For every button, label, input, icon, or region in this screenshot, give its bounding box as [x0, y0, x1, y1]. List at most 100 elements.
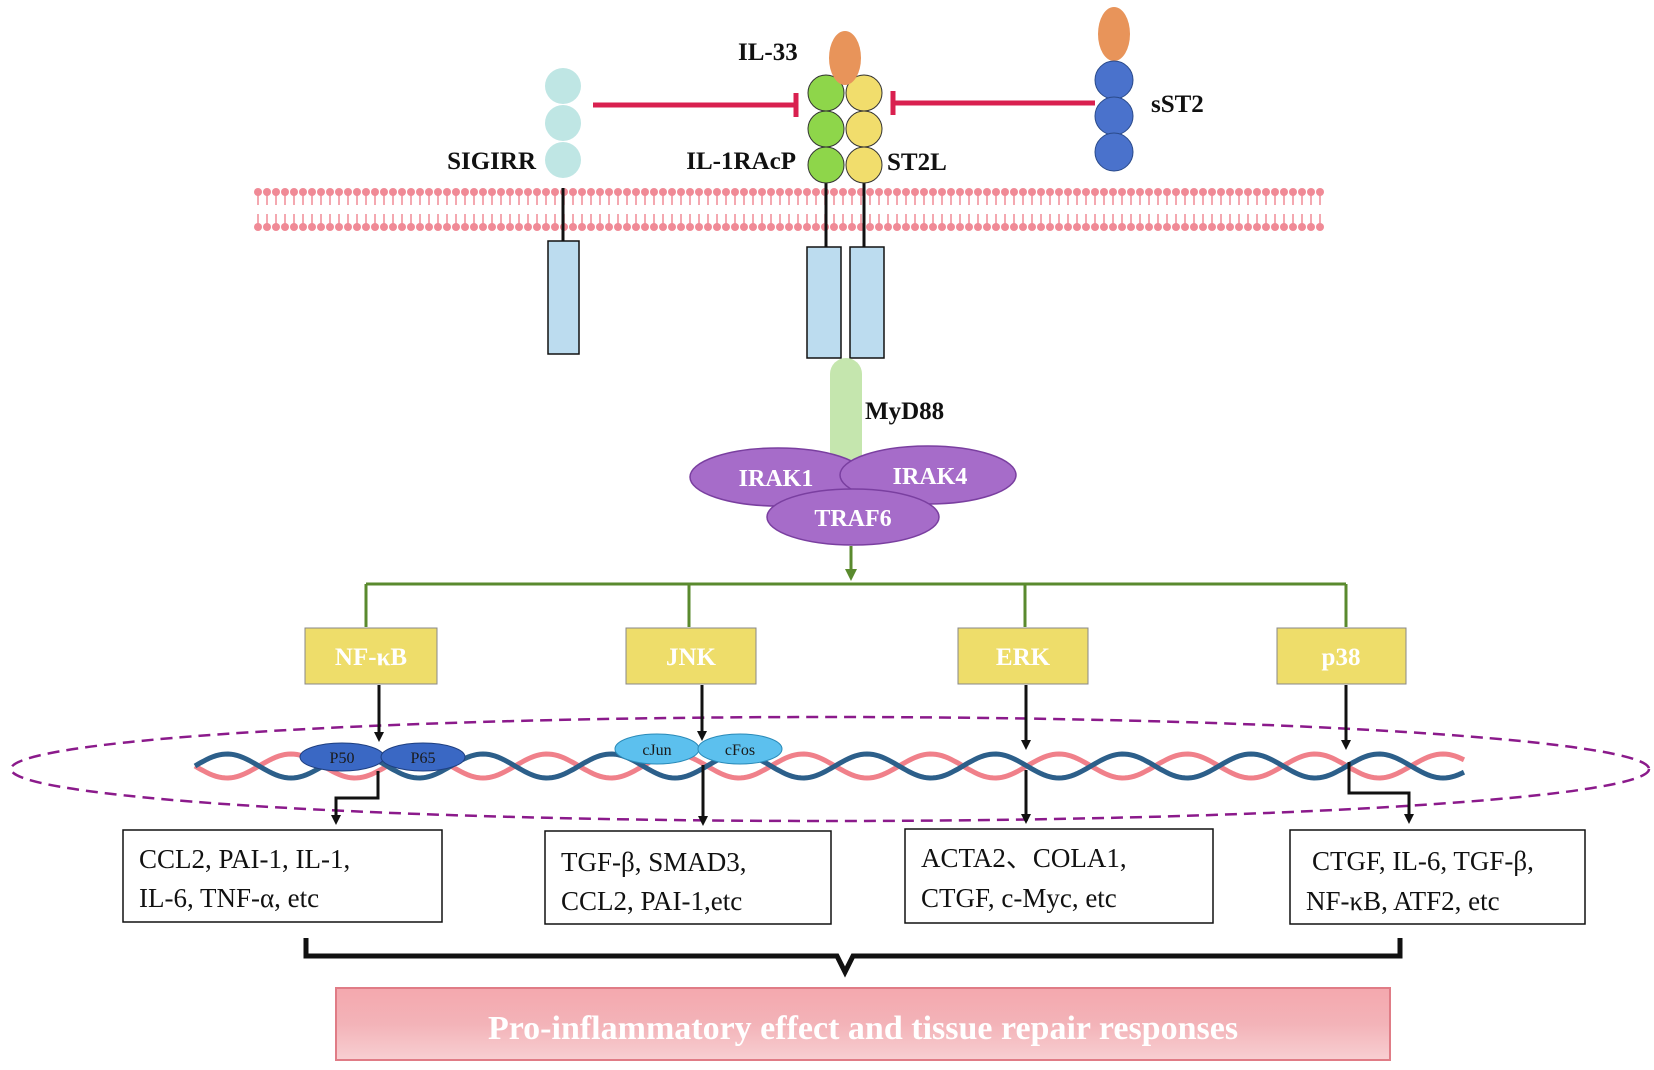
- lipid-head: [533, 223, 541, 231]
- lipid-head: [1298, 223, 1306, 231]
- lipid-head: [596, 223, 604, 231]
- myd88-adaptor: [830, 358, 862, 478]
- outcome-banner: Pro-inflammatory effect and tissue repai…: [335, 987, 1391, 1061]
- lipid-head: [830, 223, 838, 231]
- lipid-head: [515, 188, 523, 196]
- lipid-head: [1037, 223, 1045, 231]
- lipid-head: [641, 188, 649, 196]
- lipid-head: [371, 223, 379, 231]
- lipid-head: [893, 188, 901, 196]
- lipid-head: [344, 188, 352, 196]
- pathway-box-nfkb: NF-κB: [304, 627, 438, 685]
- lipid-head: [686, 188, 694, 196]
- lipid-head: [290, 223, 298, 231]
- lipid-head: [929, 188, 937, 196]
- lipid-head: [911, 223, 919, 231]
- st2l-label: ST2L: [887, 149, 947, 176]
- lipid-head: [1244, 223, 1252, 231]
- lipid-head: [497, 188, 505, 196]
- lipid-head: [749, 223, 757, 231]
- lipid-head: [776, 188, 784, 196]
- lipid-head: [1163, 188, 1171, 196]
- sigirr-domain: [545, 68, 581, 104]
- lipid-head: [254, 188, 262, 196]
- lipid-head: [542, 188, 550, 196]
- lipid-head: [461, 223, 469, 231]
- lipid-head: [614, 188, 622, 196]
- lipid-head: [722, 223, 730, 231]
- lipid-head: [920, 188, 928, 196]
- lipid-head: [425, 223, 433, 231]
- lipid-head: [1199, 188, 1207, 196]
- lipid-head: [587, 223, 595, 231]
- lipid-head: [470, 188, 478, 196]
- il33-ligand: [829, 31, 861, 85]
- il1racp-domain: [807, 110, 845, 148]
- lipid-head: [695, 223, 703, 231]
- lipid-head: [1064, 188, 1072, 196]
- lipid-head: [1307, 223, 1315, 231]
- lipid-head: [668, 223, 676, 231]
- nucleus-to-genes-arrows: [331, 762, 1414, 826]
- lipid-head: [812, 223, 820, 231]
- lipid-head: [623, 223, 631, 231]
- lipid-head: [308, 188, 316, 196]
- gene-line: CCL2, PAI-1, IL-1,: [139, 844, 350, 874]
- lipid-head: [1280, 223, 1288, 231]
- il1racp-intracellular-domain: [806, 246, 842, 359]
- lipid-head: [731, 188, 739, 196]
- irak1-label: IRAK1: [739, 466, 814, 492]
- lipid-head: [587, 188, 595, 196]
- lipid-head: [569, 223, 577, 231]
- sst2-domain: [1094, 132, 1134, 172]
- lipid-head: [839, 223, 847, 231]
- lipid-head: [443, 223, 451, 231]
- sst2-soluble-receptor: [1094, 7, 1134, 172]
- lipid-head: [1244, 188, 1252, 196]
- lipid-head: [974, 223, 982, 231]
- lipid-head: [1208, 188, 1216, 196]
- il1racp-domain: [807, 146, 845, 184]
- lipid-head: [551, 188, 559, 196]
- lipid-head: [1028, 223, 1036, 231]
- lipid-head: [398, 223, 406, 231]
- lipid-head: [956, 223, 964, 231]
- lipid-head: [488, 188, 496, 196]
- lipid-head: [731, 223, 739, 231]
- sst2-domain: [1094, 96, 1134, 136]
- gene-line: CCL2, PAI-1,etc: [561, 886, 742, 916]
- lipid-head: [1289, 188, 1297, 196]
- cfos-factor: [697, 733, 783, 765]
- lipid-head: [1181, 223, 1189, 231]
- lipid-head: [371, 188, 379, 196]
- lipid-head: [875, 188, 883, 196]
- lipid-head: [848, 188, 856, 196]
- lipid-head: [983, 188, 991, 196]
- lipid-head: [929, 223, 937, 231]
- lipid-head: [461, 188, 469, 196]
- lipid-head: [335, 223, 343, 231]
- lipid-head: [263, 188, 271, 196]
- gene-line: IL-6, TNF-α, etc: [139, 883, 319, 913]
- il1racp-label: IL-1RAcP: [686, 148, 796, 175]
- lipid-head: [488, 223, 496, 231]
- lipid-head: [776, 223, 784, 231]
- cell-membrane: [254, 188, 1324, 231]
- lipid-head: [659, 223, 667, 231]
- lipid-head: [533, 188, 541, 196]
- lipid-head: [416, 188, 424, 196]
- lipid-head: [749, 188, 757, 196]
- lipid-head: [1037, 188, 1045, 196]
- dna-strand-blue: [193, 751, 1466, 781]
- lipid-head: [326, 223, 334, 231]
- lipid-head: [992, 223, 1000, 231]
- traf6-node: [766, 488, 940, 546]
- cfos-label: cFos: [725, 742, 755, 759]
- grouping-brace: [303, 938, 1403, 978]
- lipid-head: [992, 188, 1000, 196]
- lipid-head: [1316, 188, 1324, 196]
- lipid-head: [758, 223, 766, 231]
- lipid-head: [1073, 188, 1081, 196]
- lipid-head: [497, 223, 505, 231]
- lipid-head: [1064, 223, 1072, 231]
